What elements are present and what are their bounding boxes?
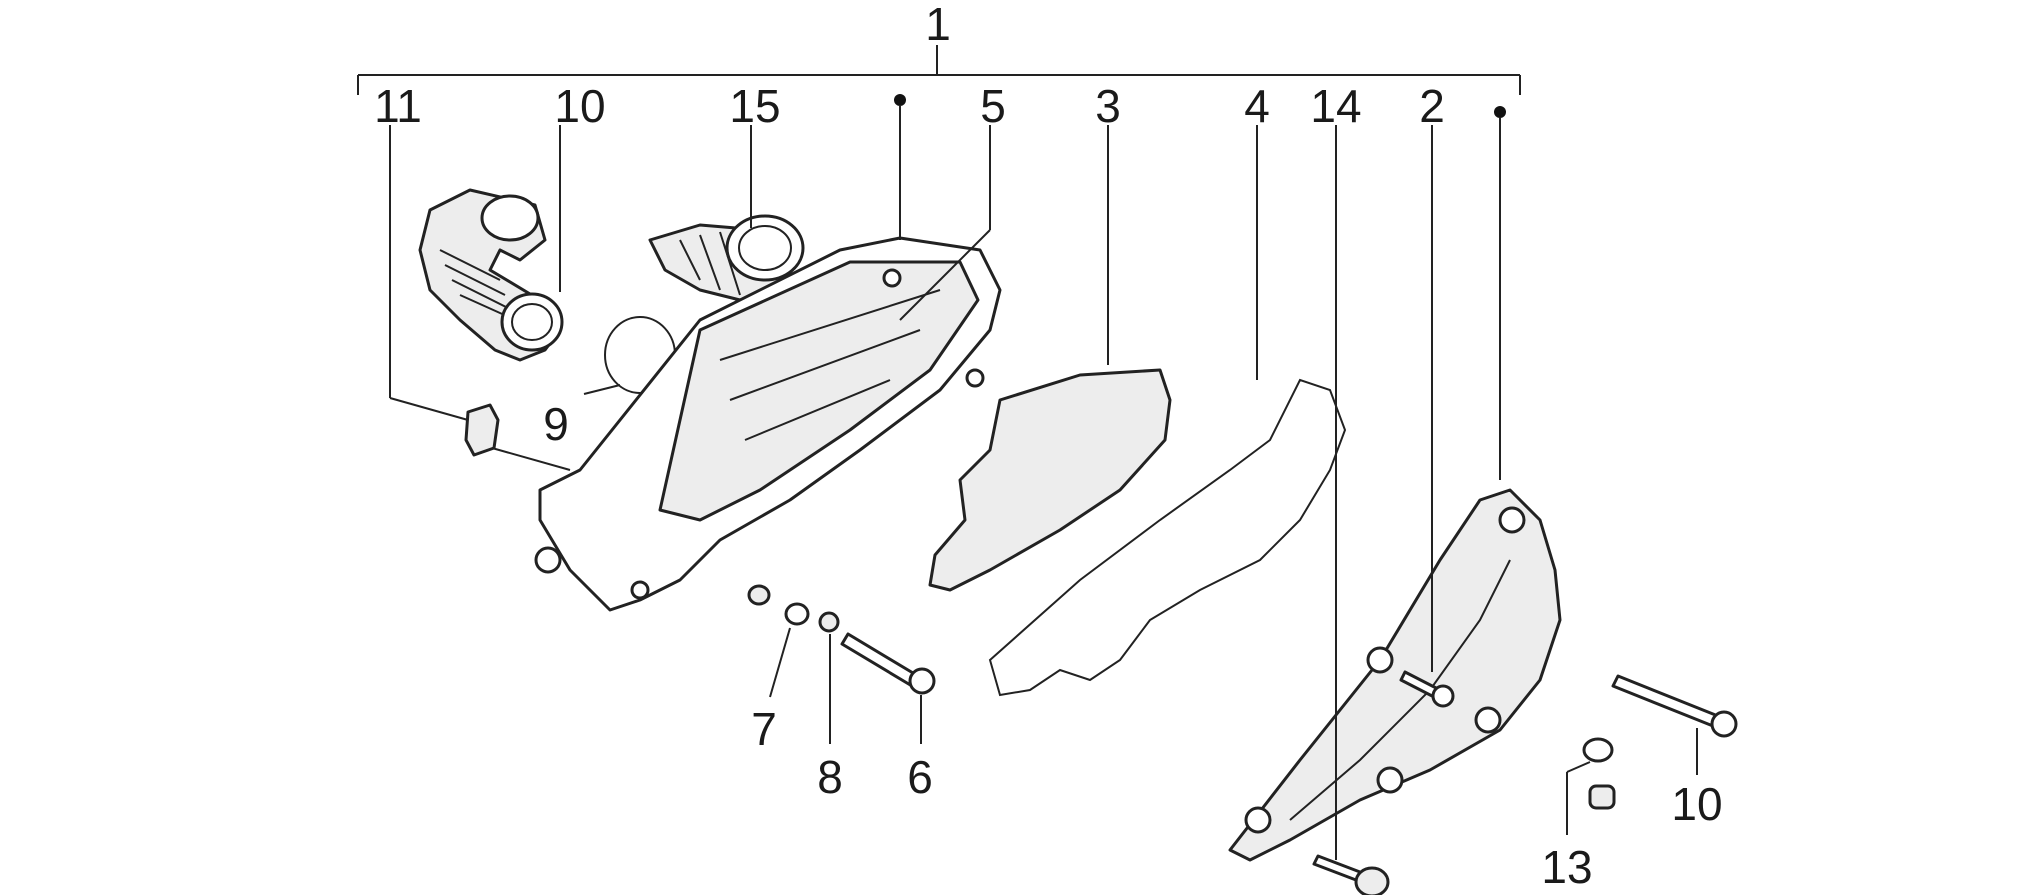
label-part-2: 2 (1419, 80, 1445, 132)
label-part-13: 13 (1541, 841, 1592, 893)
knob-screw (1312, 854, 1390, 895)
label-assembly: 1 (925, 0, 951, 50)
assembly-dot-right (1494, 106, 1506, 118)
flat-washer (784, 602, 810, 626)
label-part-7: 7 (751, 703, 777, 755)
screw-right (1611, 674, 1738, 738)
filter-element (928, 368, 1172, 592)
label-part-9: 9 (543, 398, 569, 450)
lock-washer (818, 611, 840, 633)
assembly-dot-left (894, 94, 906, 106)
grommet (747, 584, 771, 606)
label-part-5: 5 (980, 80, 1006, 132)
label-part-10-right: 10 (1671, 778, 1722, 830)
assembly-bracket (357, 45, 1521, 118)
drain-clamp (1582, 737, 1614, 763)
leader-lines (389, 105, 1698, 860)
label-part-4: 4 (1244, 80, 1270, 132)
label-part-11: 11 (374, 80, 422, 132)
label-part-3: 3 (1095, 80, 1121, 132)
filter-housing (534, 236, 1002, 612)
filter-cover (1228, 488, 1562, 862)
intake-hose (418, 188, 564, 362)
label-part-10-top: 10 (554, 80, 605, 132)
label-part-6: 6 (907, 751, 933, 803)
label-part-8: 8 (817, 751, 843, 803)
label-part-15: 15 (729, 80, 780, 132)
label-part-14: 14 (1310, 80, 1361, 132)
drain-cap (1588, 784, 1616, 810)
screw-center (1399, 670, 1455, 708)
screw-left (840, 632, 936, 695)
gasket (988, 378, 1347, 697)
